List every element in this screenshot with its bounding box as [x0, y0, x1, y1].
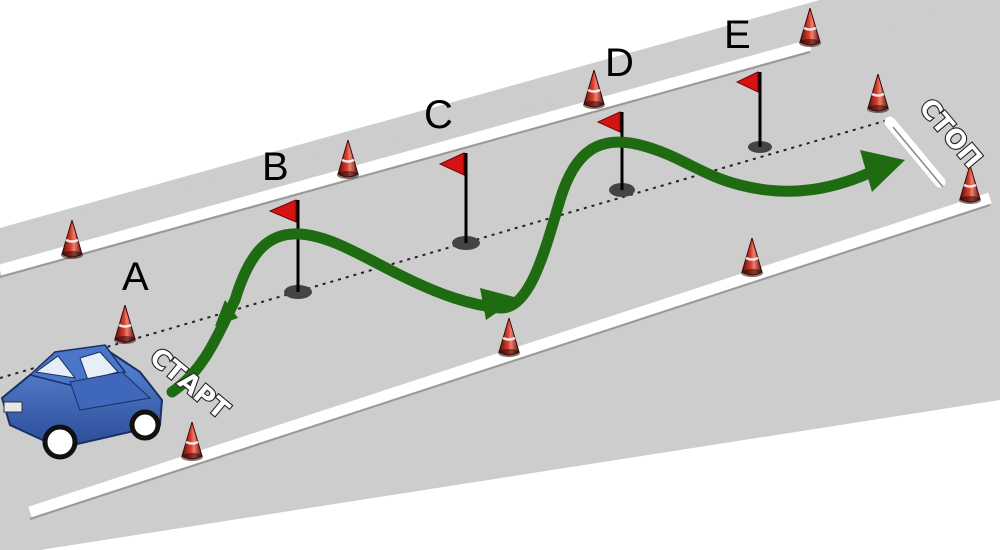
point-label-d: D	[605, 41, 634, 85]
center-dotted-line	[0, 117, 896, 379]
point-label-b: B	[262, 145, 289, 189]
arrow-head-end	[860, 150, 905, 192]
lower-lane-line-shadow	[29, 204, 991, 520]
route-arrow-icon	[166, 136, 905, 398]
flag-icon	[735, 71, 772, 153]
flags	[268, 71, 772, 299]
point-label-a: A	[122, 255, 149, 299]
arrow-head-1	[215, 300, 238, 326]
point-label-c: C	[424, 93, 453, 137]
stop-line-shadow	[892, 126, 944, 188]
arrow-head-2	[480, 288, 518, 320]
stop-line	[884, 116, 946, 188]
upper-lane-line	[0, 39, 812, 276]
flag-icon	[438, 152, 480, 250]
point-labels: A B C D E	[122, 13, 751, 299]
upper-lane-line-shadow	[0, 51, 811, 278]
point-label-e: E	[724, 13, 751, 57]
flag-icon	[596, 111, 635, 197]
flag-icon	[268, 199, 312, 299]
car-icon	[0, 344, 164, 460]
